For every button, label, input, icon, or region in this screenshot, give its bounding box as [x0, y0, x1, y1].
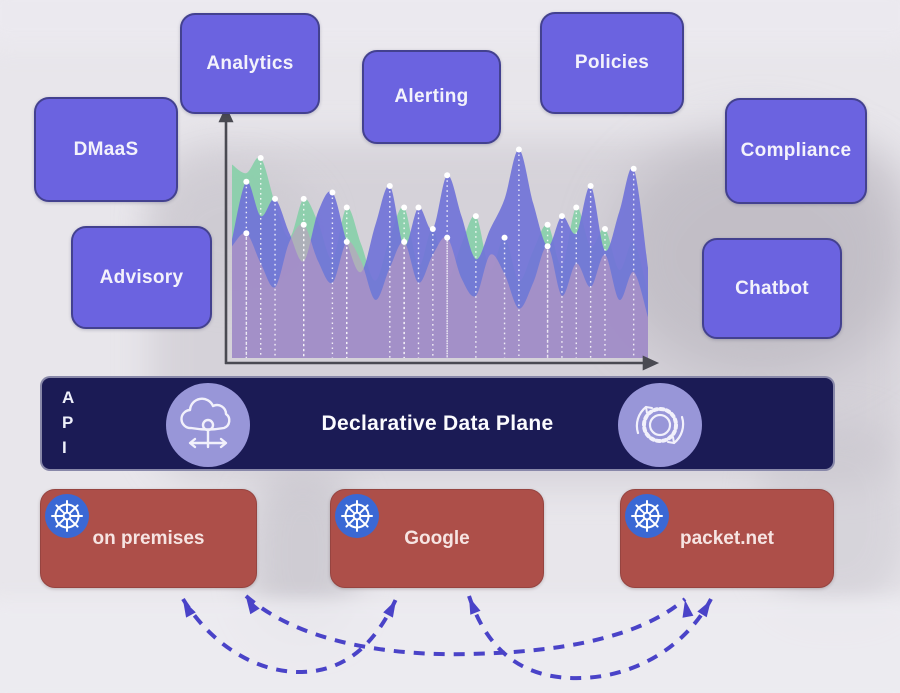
capability-box-analytics: Analytics	[180, 13, 320, 114]
api-letter-i: I	[62, 438, 67, 457]
capability-label: Alerting	[394, 86, 469, 107]
peak-dot	[343, 238, 350, 245]
peak-dot	[587, 183, 594, 189]
peak-dot	[401, 238, 408, 245]
peak-dot	[329, 189, 336, 196]
peak-dot	[243, 230, 250, 237]
cluster-label: Google	[404, 527, 470, 549]
peak-dot	[444, 172, 451, 179]
cluster-label: on premises	[92, 527, 205, 549]
peak-dot	[300, 221, 307, 228]
capability-label: Policies	[574, 52, 650, 73]
peak-dot	[558, 213, 565, 220]
cloud-network-icon	[166, 383, 250, 467]
area-series-mauve-metric	[232, 224, 648, 358]
arrowhead	[697, 600, 711, 618]
arrowhead	[183, 600, 196, 618]
arrowhead	[246, 597, 260, 615]
y-axis-arrowhead	[218, 105, 234, 123]
metrics-area-chart	[218, 105, 660, 371]
capability-label: DMaaS	[73, 138, 139, 160]
peak-dot	[257, 155, 264, 162]
capability-label: Compliance	[740, 140, 852, 161]
kubernetes-icon	[335, 494, 379, 538]
peak-dot	[429, 226, 436, 232]
background-blur-top	[0, 0, 900, 50]
cluster-box-google: Google	[330, 489, 544, 588]
inter-cluster-arrows	[181, 594, 713, 681]
kubernetes-icon	[625, 494, 669, 538]
data-plane-title: Declarative Data Plane	[321, 411, 554, 435]
arrowhead	[383, 600, 396, 618]
peak-dot	[243, 178, 250, 185]
gear-sync-icon	[618, 383, 702, 467]
capability-box-advisory: Advisory	[71, 226, 212, 329]
peak-dot	[401, 204, 408, 211]
arrowhead	[469, 597, 481, 615]
cluster-box-packet-net: packet.net	[620, 489, 834, 588]
peak-dot	[515, 146, 522, 153]
capability-box-policies: Policies	[540, 12, 684, 114]
arrow-arc-google-packet	[467, 595, 713, 681]
arrow-arc-onprem-google	[181, 597, 398, 675]
arrowhead	[682, 600, 694, 618]
peak-dot	[544, 243, 551, 250]
capability-box-dmaas: DMaaS	[34, 97, 178, 202]
capability-label: Chatbot	[735, 277, 809, 299]
peak-dot	[300, 195, 307, 202]
peak-dot	[544, 221, 551, 228]
peak-dot	[386, 183, 393, 189]
peak-dot	[444, 234, 451, 241]
capability-box-alerting: Alerting	[362, 50, 501, 144]
peak-dot	[415, 204, 422, 211]
capability-box-compliance: Compliance	[725, 98, 867, 204]
peak-dot	[472, 213, 479, 220]
api-label: A P I	[62, 385, 74, 460]
cluster-box-on-premises: on premises	[40, 489, 257, 588]
x-axis-arrowhead	[642, 355, 660, 371]
peak-dot	[501, 234, 508, 241]
capability-label: Advisory	[99, 266, 184, 288]
arrow-arc-onprem-packet	[244, 594, 687, 657]
peak-dot	[630, 165, 637, 172]
capability-label: Analytics	[206, 52, 294, 74]
api-letter-a: A	[62, 388, 75, 407]
peak-dot	[601, 226, 608, 232]
cluster-label: packet.net	[680, 527, 774, 549]
api-letter-p: P	[62, 413, 74, 432]
peak-dot	[343, 204, 350, 211]
declarative-data-plane-bar: A P I Declarative Data Plane	[40, 376, 835, 471]
kubernetes-icon	[45, 494, 89, 538]
capability-box-chatbot: Chatbot	[702, 238, 842, 339]
peak-dot	[573, 204, 580, 211]
peak-dot	[272, 195, 279, 202]
